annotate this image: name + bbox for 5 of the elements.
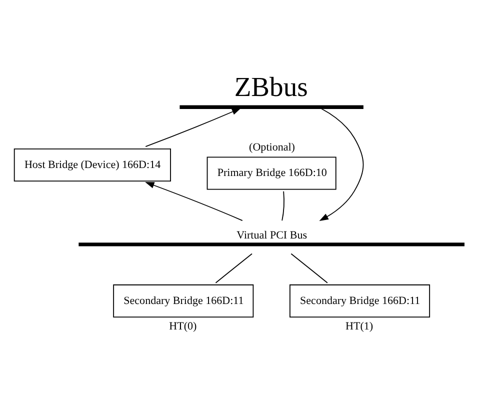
node-label: HT(0) xyxy=(169,320,197,333)
node-label: HT(1) xyxy=(346,320,374,333)
node-label: Virtual PCI Bus xyxy=(236,230,308,242)
node-label: ZBbus xyxy=(234,71,308,102)
node-label: (Optional) xyxy=(249,141,295,154)
